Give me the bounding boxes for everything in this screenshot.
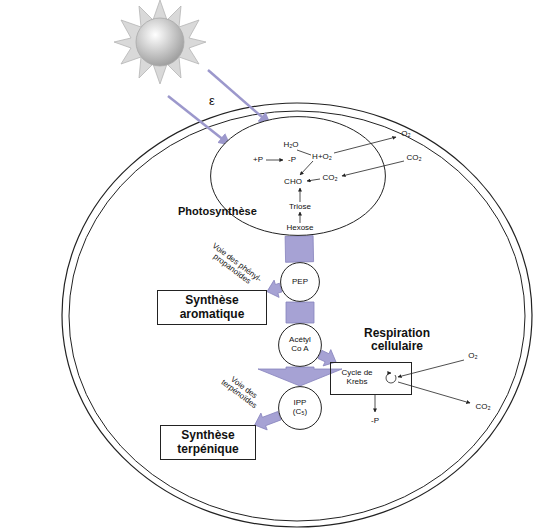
chem-label: ε (209, 94, 215, 107)
process-box: Synthèse aromatique (157, 290, 267, 325)
node-title: Photosynthèse (178, 205, 257, 217)
node-shape (279, 387, 322, 430)
light-ray (208, 70, 270, 124)
node-outline (210, 116, 386, 236)
chem-label: H₂O (283, 141, 298, 149)
pathway-arrow (267, 280, 282, 297)
node-shape (211, 117, 386, 236)
chem-label: CO₂ (406, 154, 421, 162)
node-title: PEP (292, 278, 308, 287)
light-ray (168, 96, 230, 145)
chem-label: CO₂ (322, 174, 337, 182)
process-box: Respiration cellulaireCycle de Krebs (330, 362, 412, 395)
process-box: Synthèse terpénique (160, 425, 256, 460)
chem-label: CO₂ (475, 403, 490, 411)
node-title: Synthèse terpénique (168, 429, 248, 455)
node-text: Cycle de Krebs (335, 369, 379, 387)
chem-label: H+O₂ (312, 153, 332, 161)
metabolite-circle: IPP (C₅) (278, 386, 322, 430)
chem-label: O₂ (468, 352, 477, 360)
chem-label: Hexose (286, 224, 313, 232)
phosphate-arrow (375, 395, 376, 412)
metabolite-circle: PEP (280, 262, 320, 302)
node-shape (279, 324, 322, 367)
sun-rays (114, 0, 206, 84)
chem-label: -P (371, 417, 379, 425)
chem-label: +P (253, 156, 263, 164)
cell-membrane (69, 111, 525, 521)
chem-label: Triose (289, 203, 311, 211)
chloroplast: Photosynthèse (210, 116, 386, 236)
sun (136, 18, 184, 66)
node-title: IPP (C₅) (287, 399, 313, 417)
pathway-arrow (255, 412, 281, 430)
chem-label: CHO (284, 178, 302, 186)
node-shape (281, 263, 320, 302)
co2-arrow (398, 382, 470, 403)
cell-wall (62, 103, 532, 527)
pathway-arrow (285, 236, 314, 263)
pathway-arrow (286, 302, 314, 323)
node-title: Acétyl Co A (285, 336, 315, 354)
node-title: Synthèse aromatique (167, 294, 257, 320)
node-title: Respiration cellulaire (347, 327, 447, 353)
chem-label: O₂ (401, 130, 410, 138)
metabolite-circle: Acétyl Co A (278, 323, 322, 367)
cycle-symbol (386, 373, 396, 383)
chem-label: -P (288, 156, 296, 164)
